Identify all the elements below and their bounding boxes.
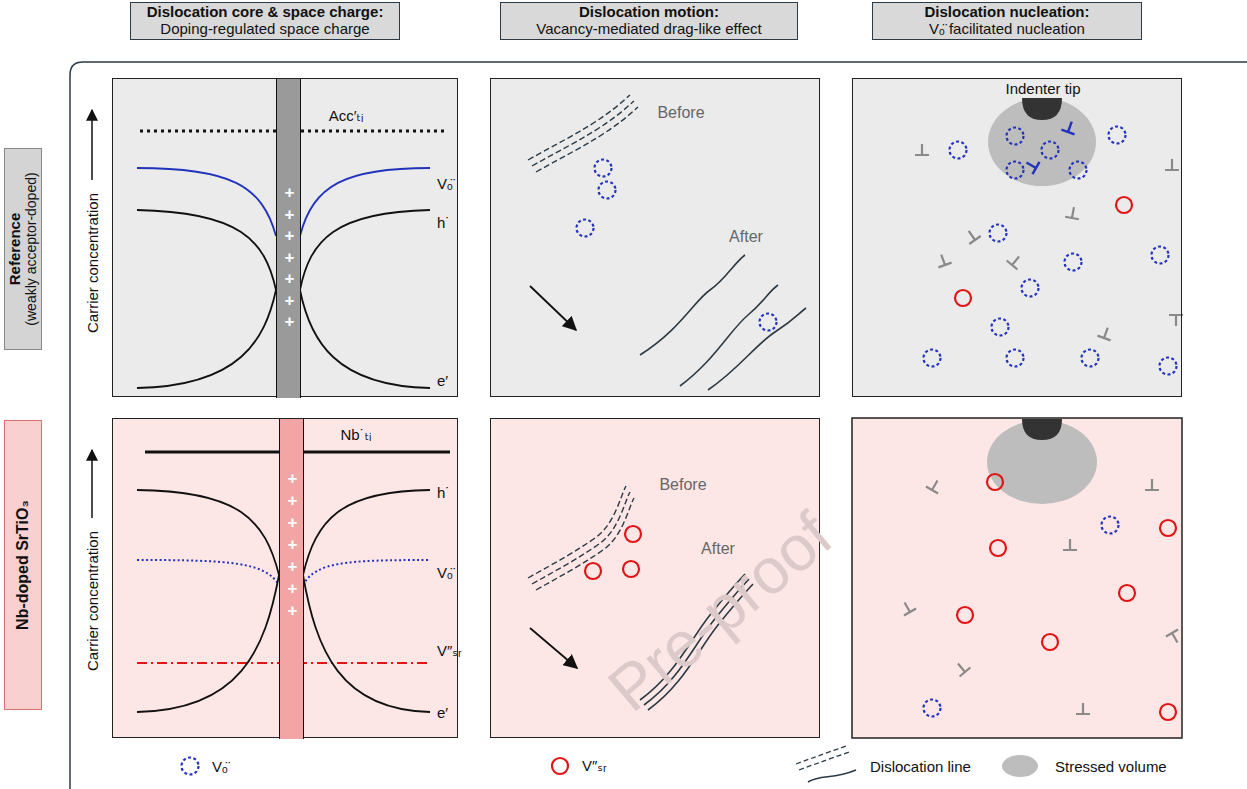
motion-arrow <box>530 286 576 330</box>
label-text: Before <box>657 104 704 122</box>
legend-samples <box>182 746 1039 782</box>
watermark: Pre-proof <box>594 498 846 726</box>
plot-panel: Indenter tip <box>852 78 1182 397</box>
legend-text: Dislocation line <box>870 758 971 775</box>
charge-sign: + <box>288 514 298 533</box>
label-text: Nb˙ₜᵢ <box>341 427 372 444</box>
label-text: Doping-regulated space charge <box>160 21 369 38</box>
label-text: Vacancy-mediated drag-like effect <box>536 21 761 38</box>
label-text: Vₒ̈ facilitated nucleation <box>929 21 1085 38</box>
rotated-label: Reference(weakly acceptor-doped) <box>7 148 39 350</box>
label-text: Before <box>659 476 706 494</box>
label-text: Carrier concentration <box>85 193 102 333</box>
row-label: Reference(weakly acceptor-doped) <box>4 148 42 350</box>
label-text: After <box>729 228 763 246</box>
label-text: Vₒ̈ <box>437 176 453 193</box>
charge-sign: + <box>285 205 295 224</box>
dislocation-core: + + + + + + + <box>279 419 304 739</box>
stressed-volume <box>987 420 1097 504</box>
label-text: Dislocation nucleation: <box>924 4 1089 21</box>
point-defects <box>915 119 1183 374</box>
label-text: e′ <box>437 705 448 722</box>
label-text: h˙ <box>437 485 450 502</box>
label-text: Vₒ̈ <box>437 565 453 582</box>
plot-panel: BeforeAfter <box>490 78 820 397</box>
label-text: V″ₛᵣ <box>437 643 462 660</box>
charge-sign: + <box>285 184 295 203</box>
charge-sign: + <box>285 270 295 289</box>
panel-ground <box>490 78 820 397</box>
label-text: e′ <box>437 373 448 390</box>
point-defects <box>898 474 1183 720</box>
label-text: Reference <box>7 213 24 286</box>
label-text: h˙ <box>437 215 450 232</box>
panel-ground <box>112 418 458 738</box>
label-text: Acc′ₜᵢ <box>329 108 364 125</box>
label-text: Carrier concentration <box>85 531 102 671</box>
label-text: Dislocation motion: <box>579 4 719 21</box>
legend-text: Stressed volume <box>1055 758 1167 775</box>
charge-sign: + <box>288 580 298 599</box>
dislocation-core: + + + + + + + <box>276 79 301 398</box>
rotated-label: Nb-doped SrTiO₃ <box>14 420 32 710</box>
dislocation-before <box>528 95 638 172</box>
charge-sign: + <box>285 227 295 246</box>
header-box: Dislocation motion:Vacancy-mediated drag… <box>500 2 798 40</box>
dislocation-before <box>528 486 634 590</box>
plot-panel: Carrier concentrationAcc′ₜᵢVₒ̈h˙e′++++++… <box>112 78 458 397</box>
header-box: Dislocation nucleation:Vₒ̈ facilitated n… <box>872 2 1142 40</box>
header-box: Dislocation core & space charge:Doping-r… <box>130 2 400 40</box>
plot-panel: Carrier concentrationNb˙ₜᵢh˙Vₒ̈V″ₛᵣe′+++… <box>112 418 458 738</box>
charge-sign: + <box>288 470 298 489</box>
stressed-volume <box>988 98 1096 186</box>
row-label: Nb-doped SrTiO₃ <box>4 420 42 710</box>
dislocation-after <box>640 255 806 390</box>
axis-arrow <box>91 110 93 180</box>
outer-frame <box>70 62 1247 789</box>
panel-ground <box>112 78 458 397</box>
charge-sign: + <box>285 313 295 332</box>
charge-sign: + <box>285 248 295 267</box>
indenter-tip <box>1022 419 1062 440</box>
charge-sign: + <box>288 492 298 511</box>
panel-frame <box>852 418 1182 738</box>
label-text: Dislocation core & space charge: <box>147 4 384 21</box>
label-text: (weakly acceptor-doped) <box>24 172 40 325</box>
axis-arrow <box>91 450 93 518</box>
charge-sign: + <box>288 536 298 555</box>
motion-arrow <box>530 628 577 668</box>
legend-text: Vₒ̈ <box>212 758 228 775</box>
charge-sign: + <box>285 291 295 310</box>
charge-sign: + <box>288 602 298 621</box>
label-text: Indenter tip <box>1005 81 1080 98</box>
legend-text: V″ₛᵣ <box>582 757 607 775</box>
panel-ground <box>852 78 1182 397</box>
label-text: Nb-doped SrTiO₃ <box>14 500 32 630</box>
indenter-tip <box>1022 98 1062 120</box>
charge-sign: + <box>288 558 298 577</box>
